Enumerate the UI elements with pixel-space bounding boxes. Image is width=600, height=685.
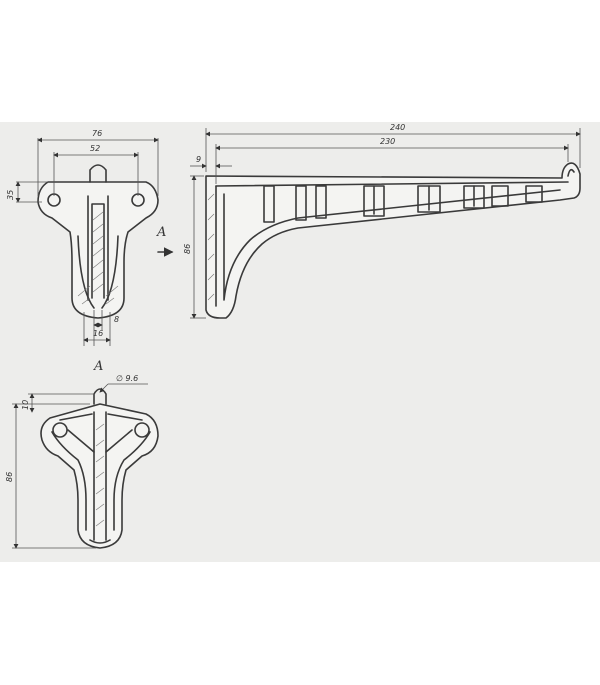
dim-total-length: 240: [390, 123, 405, 132]
dim-front-hole-spacing: 52: [90, 144, 100, 153]
view-a-rib-left: [51, 413, 93, 531]
side-view: 240 230 9 86: [183, 123, 581, 319]
front-view-outline: [37, 181, 159, 319]
view-a-center-rib: [89, 411, 111, 544]
bracket-top-rail: [215, 168, 575, 187]
dim-bracket-height: 86: [183, 244, 192, 254]
dim-front-side: 35: [6, 190, 15, 200]
bracket-outline: [205, 162, 581, 319]
dim-inner-length: 230: [380, 137, 395, 146]
bracket-hatch: [207, 193, 215, 301]
dim-left-thickness: 9: [196, 155, 201, 164]
front-top-boss: [89, 164, 107, 183]
front-view: 76 52 35 8 16: [6, 129, 159, 346]
view-a-diag-ribs: [67, 429, 133, 453]
dim-hole-diameter: ∅ 9.6: [116, 374, 138, 383]
dim-front-bottom-a: 8: [114, 315, 119, 324]
view-a-right-hole: [134, 422, 150, 438]
dim-front-width: 76: [92, 129, 102, 138]
view-a-rib-right: [107, 413, 151, 531]
view-arrow-label: A: [156, 225, 166, 240]
front-center-rib: [87, 195, 109, 301]
view-a-left-hole: [52, 422, 68, 438]
view-arrow-a: A: [156, 225, 174, 257]
view-a-outline: [40, 403, 159, 549]
front-hatch: [77, 211, 119, 305]
bracket-ribs: [263, 185, 543, 223]
dim-front-bottom-b: 16: [93, 329, 103, 338]
dim-view-a-small: 10: [21, 400, 30, 410]
view-a: A 86 10 ∅ 9.6: [5, 359, 159, 549]
bracket-inner-flange: [215, 185, 561, 307]
dim-view-a-height: 86: [5, 472, 14, 482]
view-a-hatch: [95, 423, 105, 527]
view-a-title: A: [93, 359, 103, 374]
front-inner-pocket: [77, 235, 119, 309]
